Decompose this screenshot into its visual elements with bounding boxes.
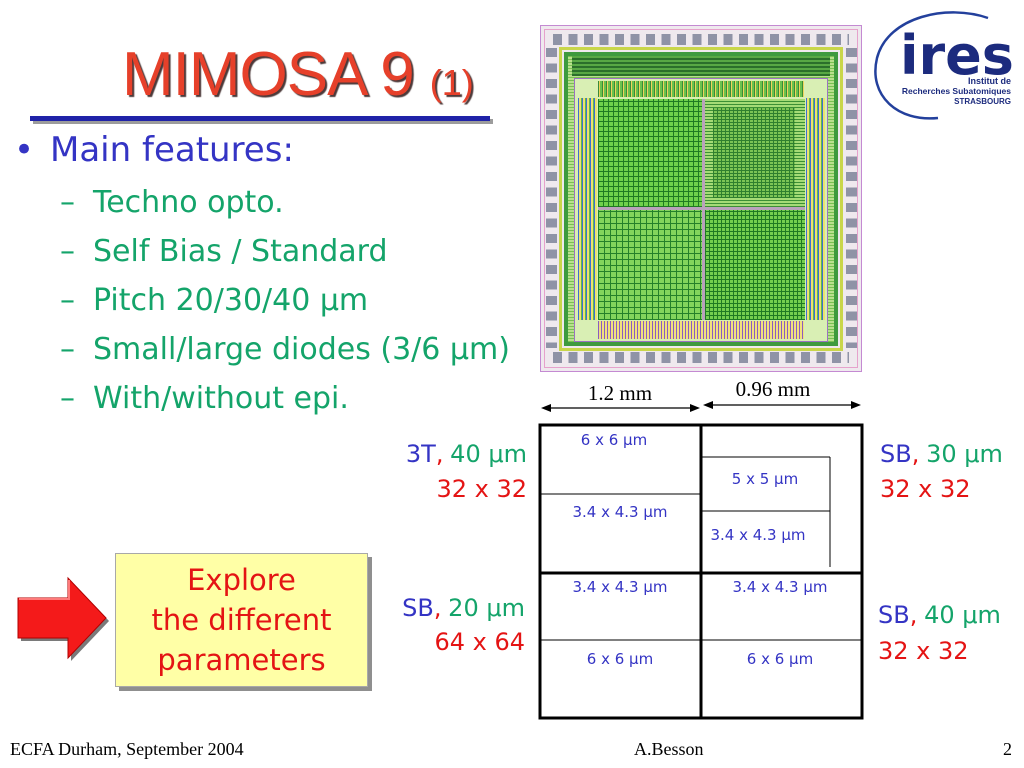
dash-icon: – <box>60 332 75 367</box>
chip-dimensions: 1.2 mm 0.96 mm <box>541 378 861 412</box>
footer-author: A.Besson <box>634 739 704 759</box>
feature-item: –Techno opto. <box>60 185 284 221</box>
feature-item-text: With/without epi. <box>93 381 349 416</box>
pixel-size-label: 3.4 x 4.3 μm <box>732 578 827 596</box>
right-arrow-icon <box>17 576 109 661</box>
pixel-size-label: 5 x 5 μm <box>732 470 798 488</box>
submatrix-pitch: 40 μm <box>450 440 527 468</box>
submatrix-size: 32 x 32 <box>878 637 969 665</box>
feature-item: –Small/large diodes (3/6 μm) <box>60 332 510 368</box>
submatrix-type-pitch: SB,40 μm <box>878 597 1020 633</box>
chip-periphery-right <box>806 98 825 320</box>
chip-pad-traces <box>559 47 843 351</box>
submatrix-label-bottom-left: SB,20 μm 64 x 64 <box>365 591 525 659</box>
callout-line: the different <box>151 603 332 637</box>
submatrix-size: 32 x 32 <box>880 475 971 503</box>
ires-logo: ires Institut de Recherches Subatomiques… <box>874 11 1014 120</box>
chip-pixel-array-bottom-right <box>705 210 805 320</box>
dimension-label-left: 1.2 mm <box>588 381 652 405</box>
dimension-label-right: 0.96 mm <box>736 378 811 401</box>
chip-pads-right <box>846 48 857 348</box>
submatrix-diagram: 6 x 6 μm 3.4 x 4.3 μm 5 x 5 μm 3.4 x 4.3… <box>538 423 864 720</box>
slide-title-main: MIMOSA 9 <box>122 40 415 109</box>
chip-pixel-array-top-left <box>598 99 702 207</box>
submatrix-pitch: 20 μm <box>448 594 525 622</box>
submatrix-separator: , <box>433 594 442 622</box>
chip-periphery-left <box>578 98 597 320</box>
chip-periphery-bottom <box>598 321 804 339</box>
dash-icon: – <box>60 381 75 416</box>
pixel-size-label: 3.4 x 4.3 μm <box>710 526 805 544</box>
logo-wordmark: ires <box>900 24 1014 87</box>
feature-item-text: Pitch 20/30/40 μm <box>93 283 369 318</box>
submatrix-type: SB <box>402 594 434 622</box>
submatrix-label-bottom-right: SB,40 μm 32 x 32 <box>878 597 1020 669</box>
chip-periphery-top <box>598 81 804 97</box>
chip-pads-bottom <box>553 352 849 363</box>
pixel-size-label: 3.4 x 4.3 μm <box>572 503 667 521</box>
submatrix-separator: , <box>435 440 444 468</box>
submatrix-type: 3T <box>405 440 436 468</box>
chip-frame-line <box>544 29 858 368</box>
callout-line: parameters <box>157 643 326 677</box>
submatrix-pitch: 40 μm <box>924 601 1001 629</box>
title-underline <box>30 116 490 121</box>
submatrix-size: 64 x 64 <box>434 628 525 656</box>
dash-icon: – <box>60 283 75 318</box>
feature-item-text: Self Bias / Standard <box>93 234 388 269</box>
chip-layout-image <box>540 25 862 372</box>
submatrix-separator: , <box>911 440 920 468</box>
submatrix-type: SB <box>878 601 910 629</box>
pixel-size-label: 6 x 6 μm <box>587 650 653 668</box>
chip-separator-vertical <box>702 99 705 320</box>
arrow-highlight <box>19 580 70 600</box>
callout-line: Explore <box>187 563 296 597</box>
dash-icon: – <box>60 185 75 220</box>
chip-pixel-array-bottom-left <box>598 210 702 320</box>
logo-orbit-swoosh <box>874 11 989 120</box>
submatrix-type-pitch: SB,20 μm <box>365 591 525 625</box>
dimension-arrow-left <box>541 404 700 412</box>
submatrix-type-pitch: 3T,40 μm <box>367 437 527 472</box>
feature-item: –Pitch 20/30/40 μm <box>60 283 368 319</box>
feature-item: –With/without epi. <box>60 381 349 417</box>
feature-item-text: Small/large diodes (3/6 μm) <box>93 332 510 367</box>
feature-item-text: Techno opto. <box>93 185 284 220</box>
chip-control-block <box>572 56 830 76</box>
chip-pads-top <box>553 34 849 45</box>
chip-pixel-array-inner-region <box>713 108 795 198</box>
features-heading-row: • Main features: <box>14 130 294 170</box>
submatrix-label-top-left: 3T,40 μm 32 x 32 <box>367 437 527 507</box>
dash-icon: – <box>60 234 75 269</box>
submatrix-pitch: 30 μm <box>926 440 1003 468</box>
pixel-size-label: 6 x 6 μm <box>747 650 813 668</box>
slide-title-suffix: (1) <box>429 62 474 103</box>
pixel-size-label: 6 x 6 μm <box>581 431 647 449</box>
footer-event: ECFA Durham, September 2004 <box>10 739 244 759</box>
submatrix-type-pitch: SB,30 μm <box>880 437 1020 472</box>
logo-line-name: Recherches Subatomiques <box>902 86 1011 96</box>
feature-item: –Self Bias / Standard <box>60 234 388 270</box>
submatrix-label-top-right: SB,30 μm 32 x 32 <box>880 437 1020 507</box>
page-number: 2 <box>1003 739 1012 759</box>
arrow-body <box>17 576 107 660</box>
submatrix-separator: , <box>909 601 918 629</box>
callout-box: Explore the different parameters <box>115 553 368 687</box>
chip-separator-horizontal <box>598 207 805 210</box>
submatrix-type: SB <box>880 440 912 468</box>
pixel-size-label: 3.4 x 4.3 μm <box>572 578 667 596</box>
dimension-arrow-right <box>703 401 861 409</box>
submatrix-size: 32 x 32 <box>436 475 527 503</box>
logo-line-institute: Institut de <box>968 76 1011 86</box>
bullet-icon: • <box>14 130 35 170</box>
slide-title: MIMOSA 9(1) <box>122 44 474 122</box>
chip-pads-left <box>546 48 557 348</box>
features-heading: Main features: <box>50 130 294 170</box>
logo-line-city: STRASBOURG <box>954 97 1011 106</box>
